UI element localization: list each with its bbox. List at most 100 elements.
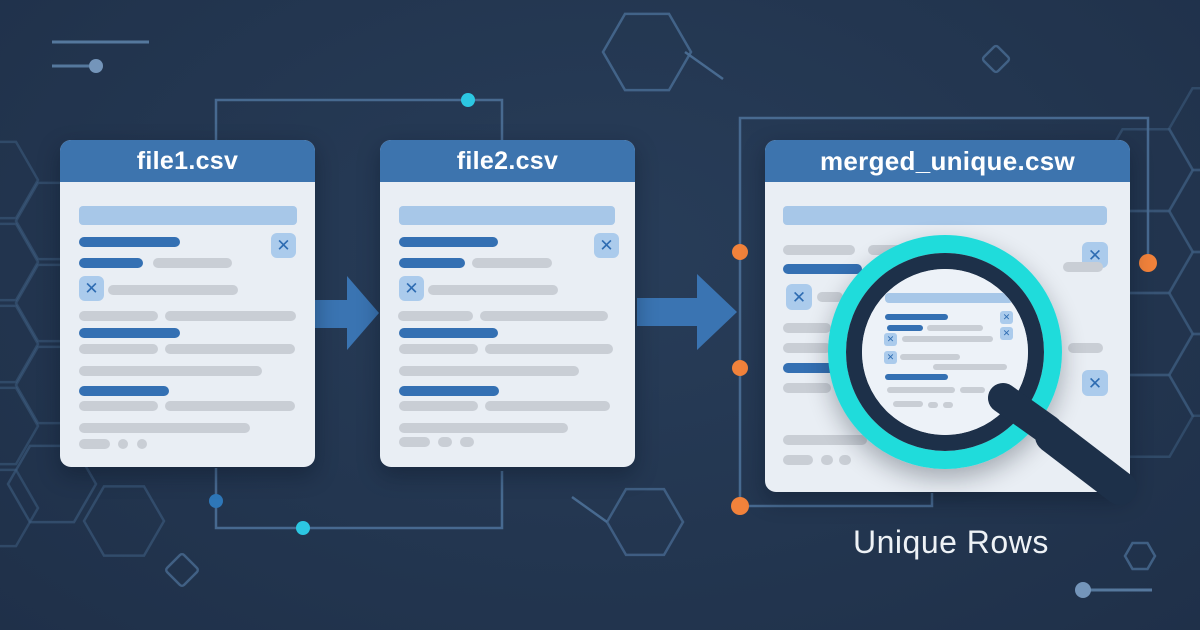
row-segment-gray	[472, 258, 552, 268]
row-segment-gray	[887, 387, 955, 393]
magnifier: ✕ ✕ ✕ ✕ ✕	[828, 235, 1062, 469]
row-segment-gray	[108, 285, 238, 295]
orange-dot-2	[732, 360, 748, 376]
row-segment-bar	[783, 206, 1107, 225]
caption-unique-rows: Unique Rows	[853, 524, 1049, 560]
row-segment-blue	[399, 328, 498, 338]
row-segment-gray	[1068, 343, 1103, 353]
blue-dot-bottom	[209, 494, 223, 508]
row-segment-gray	[960, 387, 985, 393]
row-segment-gray	[480, 311, 608, 321]
magnifier-lens: ✕ ✕ ✕ ✕ ✕	[862, 269, 1028, 435]
x-mark-icon: ✕	[1082, 370, 1108, 396]
row-segment-bar	[885, 293, 1013, 303]
row-segment-gray	[399, 401, 478, 411]
row-segment-pill	[79, 439, 110, 449]
arrow-file2-to-merged	[637, 274, 737, 350]
cyan-dot-bottom	[296, 521, 310, 535]
x-mark-icon: ✕	[786, 284, 812, 310]
row-segment-gray	[399, 344, 478, 354]
merged-bracket-line	[738, 116, 1150, 508]
orange-dot-4	[1139, 254, 1157, 272]
hexagon-tail-top	[684, 50, 724, 81]
file1-card: ✕ ✕ file1.csv	[60, 140, 315, 467]
row-segment-pill	[399, 437, 430, 447]
row-segment-blue	[783, 363, 850, 373]
row-segment-bar	[79, 206, 297, 225]
x-mark-icon: ✕	[79, 276, 104, 301]
row-segment-blue	[885, 374, 948, 380]
row-segment-pill	[460, 437, 474, 447]
x-mark-icon: ✕	[884, 351, 897, 364]
row-segment-pill	[137, 439, 147, 449]
row-segment-gray	[485, 401, 610, 411]
x-mark-icon: ✕	[1000, 327, 1013, 340]
row-segment-gray	[79, 344, 158, 354]
row-segment-gray	[933, 364, 1007, 370]
file2-card-title: file2.csv	[456, 146, 559, 175]
orange-dot-1	[732, 244, 748, 260]
row-segment-gray	[783, 435, 867, 445]
hexagon-outline	[0, 222, 40, 302]
row-segment-gray	[485, 344, 613, 354]
row-segment-gray	[79, 311, 158, 321]
file2-card-header: file2.csv	[380, 140, 635, 182]
hexagon-outline	[0, 140, 40, 220]
row-segment-pill	[893, 401, 923, 407]
row-segment-gray	[399, 423, 568, 433]
row-segment-pill	[839, 455, 851, 465]
row-segment-pill	[821, 455, 833, 465]
x-mark-icon: ✕	[1000, 387, 1013, 400]
hexagon-tail-bottom	[571, 495, 608, 524]
row-segment-blue	[399, 237, 498, 247]
x-mark-icon: ✕	[1000, 311, 1013, 324]
row-segment-blue	[887, 325, 923, 331]
file2-card-rows: ✕✕	[380, 140, 635, 467]
row-segment-gray	[783, 343, 831, 353]
accent-lines	[52, 40, 1152, 592]
row-segment-gray	[165, 311, 296, 321]
file2-card: ✕✕ file2.csv	[380, 140, 635, 467]
row-segment-gray	[165, 344, 295, 354]
hexagon-outline	[82, 485, 166, 557]
row-segment-gray	[153, 258, 232, 268]
row-segment-gray	[399, 366, 579, 376]
row-segment-gray	[79, 366, 262, 376]
diamond-outline	[165, 553, 199, 587]
connector-top-line	[214, 98, 504, 140]
hexagon-outline	[601, 12, 693, 92]
arrow-file1-to-file2	[315, 276, 379, 350]
row-segment-blue	[885, 314, 948, 320]
row-segment-pill	[438, 437, 452, 447]
merged-card-title: merged_unique.csw	[819, 145, 1076, 176]
row-segment-gray	[817, 292, 843, 302]
row-segment-bar	[399, 206, 615, 225]
row-segment-gray	[428, 285, 558, 295]
file1-card-title: file1.csv	[136, 146, 239, 175]
x-mark-icon: ✕	[884, 333, 897, 346]
row-segment-blue	[79, 328, 180, 338]
row-segment-pill	[943, 402, 953, 408]
steel-dot-top-left	[89, 59, 103, 73]
row-segment-blue	[783, 264, 862, 274]
row-segment-blue	[79, 258, 143, 268]
row-segment-gray	[783, 323, 831, 333]
x-mark-icon: ✕	[271, 233, 296, 258]
steel-dot-bottom-right	[1075, 582, 1091, 598]
diamond-outline	[981, 44, 1011, 74]
row-segment-gray	[1063, 262, 1103, 272]
cyan-dot-top	[461, 93, 475, 107]
orange-dot-3	[731, 497, 749, 515]
merged-card-header: merged_unique.csw	[765, 140, 1130, 182]
row-segment-pill	[118, 439, 128, 449]
row-segment-gray	[398, 311, 473, 321]
row-segment-blue	[79, 386, 169, 396]
hexagon-outline	[0, 304, 40, 384]
row-segment-gray	[165, 401, 295, 411]
row-segment-gray	[79, 423, 250, 433]
row-segment-gray	[783, 245, 855, 255]
row-segment-blue	[399, 258, 465, 268]
row-segment-pill	[783, 455, 813, 465]
